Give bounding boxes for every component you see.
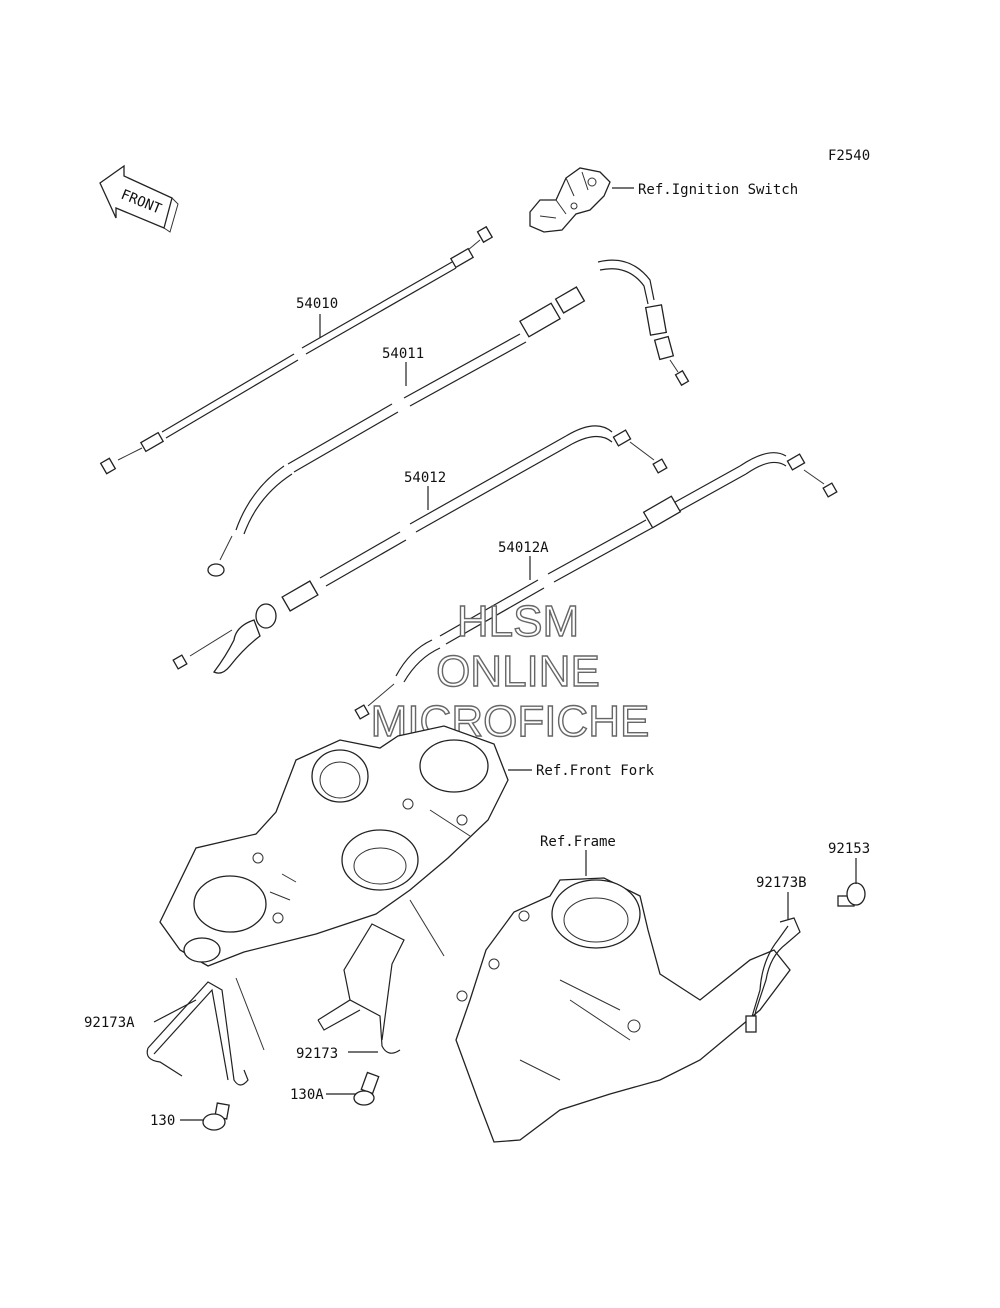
- part-130: 130: [150, 1113, 175, 1129]
- ref-ignition-switch: Ref.Ignition Switch: [638, 182, 798, 198]
- cable-guide-92173: [317, 923, 405, 1054]
- cable-54012: [172, 425, 668, 674]
- cable-54011: [207, 259, 690, 577]
- bolt-130: [202, 1102, 230, 1131]
- part-54012: 54012: [404, 470, 446, 486]
- upper-triple-clamp: [159, 725, 509, 967]
- part-92173: 92173: [296, 1046, 338, 1062]
- cable-guide-92173a: [146, 981, 249, 1086]
- part-130a: 130A: [290, 1087, 324, 1103]
- cable-54010: [99, 225, 494, 475]
- ref-front-fork: Ref.Front Fork: [536, 763, 655, 779]
- part-92173a: 92173A: [84, 1015, 135, 1031]
- bolt-130a: [353, 1071, 380, 1106]
- frame-head: [455, 877, 791, 1143]
- watermark-line-1: HLSM: [457, 597, 579, 646]
- cable-guide-92173b: [745, 917, 801, 1033]
- part-54011: 54011: [382, 346, 424, 362]
- figure-code: F2540: [828, 148, 870, 164]
- part-92173b: 92173B: [756, 875, 807, 891]
- bolt-92153: [837, 882, 866, 907]
- cable-54012a: [354, 452, 838, 720]
- front-arrow-icon: FRONT: [99, 164, 179, 233]
- ignition-switch-bracket: [529, 167, 611, 233]
- part-54010: 54010: [296, 296, 338, 312]
- watermark-line-2: ONLINE: [436, 647, 600, 696]
- part-54012a: 54012A: [498, 540, 549, 556]
- ref-frame: Ref.Frame: [540, 834, 616, 850]
- part-92153: 92153: [828, 841, 870, 857]
